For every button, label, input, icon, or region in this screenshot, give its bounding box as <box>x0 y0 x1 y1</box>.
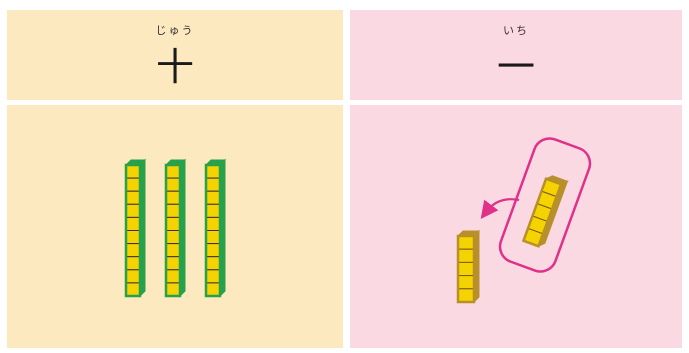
unit-cube <box>457 235 475 250</box>
unit-cube <box>125 177 141 192</box>
unit-cube <box>165 190 181 205</box>
moving-ones-block <box>521 175 569 248</box>
ones-body-panel <box>350 105 682 348</box>
unit-cube <box>165 282 181 297</box>
ten-rod <box>124 158 147 298</box>
moving-block-frame <box>498 137 592 273</box>
ones-numeral: 一 <box>496 45 535 89</box>
unit-cube <box>205 282 221 297</box>
ten-rod <box>204 158 227 298</box>
unit-cube <box>205 230 221 245</box>
moving-block-group <box>480 137 592 273</box>
unit-cube <box>205 203 221 218</box>
unit-cube <box>205 164 221 179</box>
unit-cube <box>205 243 221 258</box>
tens-reading: じゅう <box>155 24 195 37</box>
tens-header-panel: じゅう 十 <box>7 10 343 100</box>
unit-cube <box>125 203 141 218</box>
unit-cube <box>205 190 221 205</box>
unit-cube <box>165 269 181 284</box>
unit-cube <box>457 261 475 277</box>
unit-cube <box>165 243 181 258</box>
unit-cube <box>205 256 221 271</box>
move-arrow <box>480 198 520 220</box>
unit-cube <box>165 177 181 192</box>
unit-cube <box>125 164 141 179</box>
unit-cube <box>457 275 475 290</box>
unit-cube <box>125 190 141 205</box>
unit-cube <box>165 230 181 245</box>
unit-cube <box>125 216 141 231</box>
unit-cube <box>125 243 141 258</box>
unit-cube <box>125 282 141 297</box>
ones-blocks <box>456 229 481 304</box>
unit-cube <box>165 216 181 231</box>
unit-cube <box>457 248 475 263</box>
unit-cube <box>125 256 141 271</box>
highlight-frame <box>498 137 592 273</box>
tens-numeral: 十 <box>155 45 194 89</box>
unit-cube <box>165 256 181 271</box>
unit-cube <box>125 230 141 245</box>
unit-cube <box>457 288 475 303</box>
unit-cube <box>165 203 181 218</box>
ones-header-panel: いち 一 <box>350 10 682 100</box>
unit-cube <box>125 269 141 284</box>
unit-cube <box>205 269 221 284</box>
ones-block <box>456 229 481 304</box>
ones-reading: いち <box>503 24 529 37</box>
unit-cube <box>205 177 221 192</box>
ten-rod <box>164 158 187 298</box>
unit-cube <box>205 216 221 231</box>
tens-rods <box>124 158 227 298</box>
unit-cube <box>165 164 181 179</box>
